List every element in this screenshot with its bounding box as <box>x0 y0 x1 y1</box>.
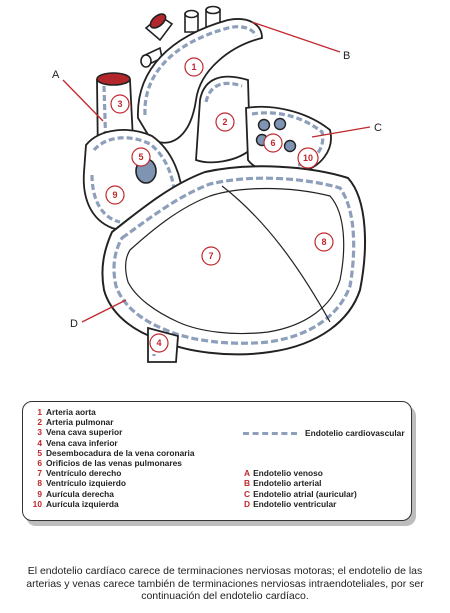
callout-label-4: 4 <box>156 338 161 348</box>
callout-6 <box>263 133 283 153</box>
callout-label-2: 2 <box>222 117 227 127</box>
left-atrium <box>245 105 332 175</box>
ventricles <box>101 165 366 356</box>
callout-label-8: 8 <box>321 237 326 247</box>
callout-10 <box>297 147 319 169</box>
letter-b: B <box>343 50 350 62</box>
callout-9 <box>105 185 125 205</box>
letter-c: C <box>374 122 382 134</box>
callout-5 <box>131 147 151 167</box>
endothelium-key-label: Endotelio cardiovascular <box>305 428 405 438</box>
callout-label-5: 5 <box>138 152 143 162</box>
heart-diagram: 1 2 3 4 5 6 7 8 9 10 A B C D <box>52 5 382 363</box>
callout-3 <box>110 94 130 114</box>
dashed-line-icon <box>243 431 297 435</box>
letter-labels: A B C D <box>52 50 382 330</box>
callout-label-9: 9 <box>112 190 117 200</box>
number-labels: 1 2 3 4 5 6 7 8 9 10 <box>112 62 326 348</box>
callout-label-6: 6 <box>270 138 275 148</box>
endothelium-key: Endotelio cardiovascular <box>243 428 405 438</box>
callout-7 <box>201 246 221 266</box>
number-callouts <box>105 57 334 353</box>
callout-2 <box>215 112 235 132</box>
callout-8 <box>314 232 334 252</box>
callout-label-10: 10 <box>303 153 313 163</box>
callout-4 <box>149 333 169 353</box>
callout-label-3: 3 <box>117 99 122 109</box>
callout-1 <box>184 57 204 77</box>
callout-label-1: 1 <box>191 62 196 72</box>
callout-label-7: 7 <box>208 251 213 261</box>
letter-d: D <box>70 318 78 330</box>
aorta <box>137 18 263 144</box>
letter-a: A <box>52 69 60 81</box>
caption: El endotelio cardíaco carece de terminac… <box>26 565 424 602</box>
letter-leaders <box>62 21 371 323</box>
